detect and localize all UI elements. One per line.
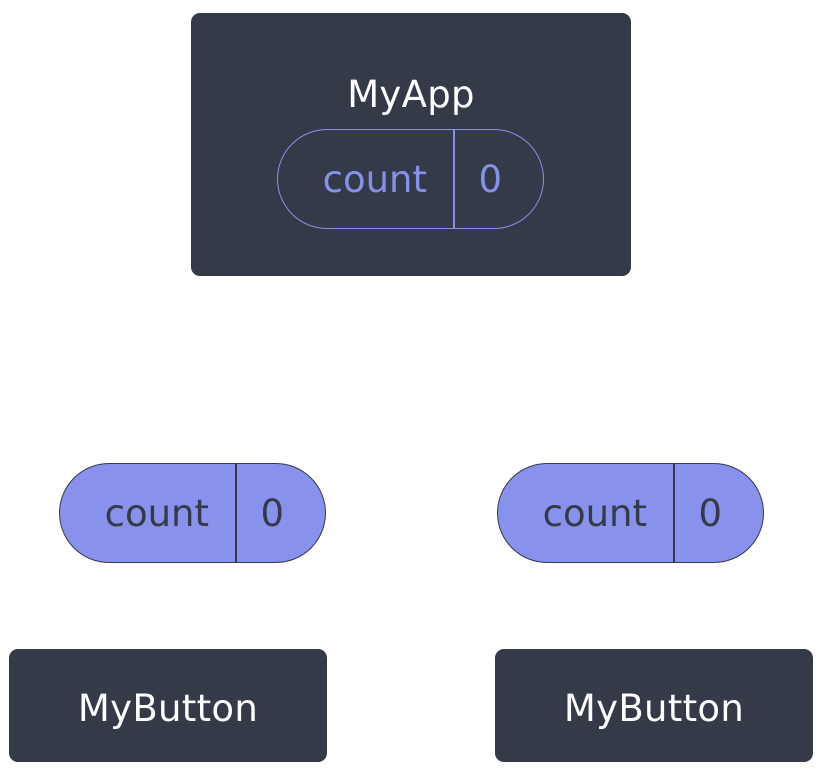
state-value: 0	[698, 491, 723, 535]
myapp-title: MyApp	[347, 73, 475, 116]
mybutton-title: MyButton	[563, 687, 745, 730]
state-key: count	[542, 491, 647, 535]
state-divider	[673, 464, 675, 562]
state-key: count	[322, 157, 427, 201]
state-key: count	[104, 491, 209, 535]
right-mybutton-component: MyButton	[495, 649, 813, 762]
state-value: 0	[478, 157, 503, 201]
state-divider	[453, 130, 455, 228]
myapp-component: MyApp count 0	[191, 13, 631, 276]
state-divider	[235, 464, 237, 562]
right-button-count-state: count 0	[497, 463, 764, 563]
mybutton-title: MyButton	[77, 687, 259, 730]
myapp-count-state: count 0	[277, 129, 544, 229]
state-value: 0	[260, 491, 285, 535]
left-button-count-state: count 0	[59, 463, 326, 563]
left-mybutton-component: MyButton	[9, 649, 327, 762]
